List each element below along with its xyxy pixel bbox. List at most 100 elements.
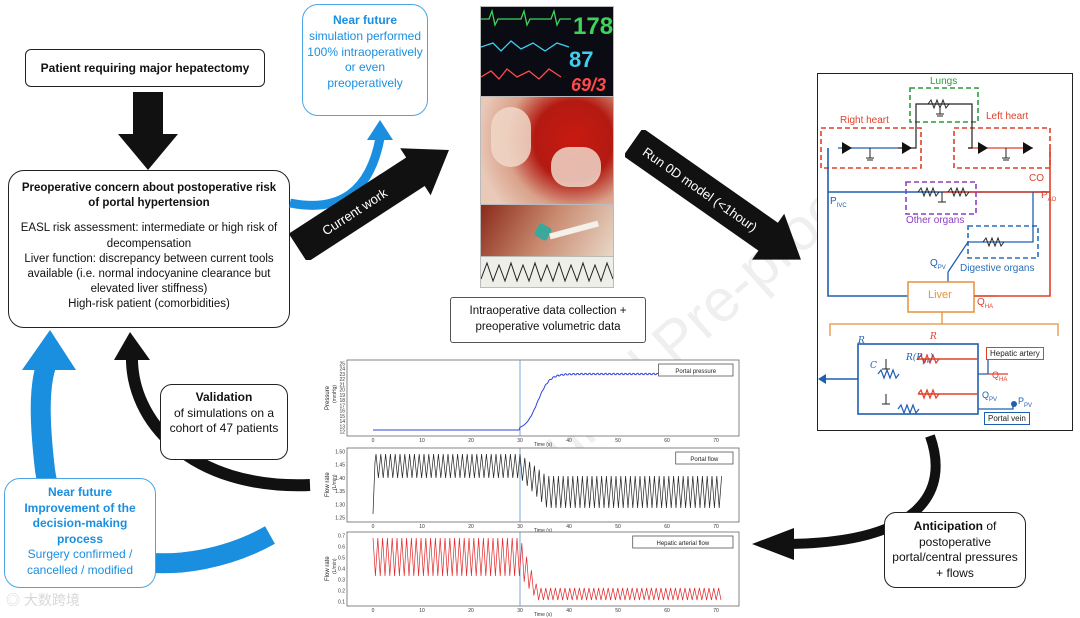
monitor-value-3: 69/3 <box>571 75 607 95</box>
y-tick-label: 15 <box>339 414 345 420</box>
concern-line-2: Liver function: discrepancy between curr… <box>24 252 274 296</box>
plot-label: Portal pressure <box>675 369 716 375</box>
validation-text: of simulations on a cohort of 47 patient… <box>169 405 279 436</box>
concern-title: Preoperative concern about postoperative… <box>21 182 277 210</box>
x-tick-label: 10 <box>419 438 425 444</box>
y-tick-label: 0.4 <box>338 567 345 573</box>
x-tick-label: 60 <box>664 438 670 444</box>
right-heart-label: Right heart <box>840 115 889 126</box>
x-tick-label: 40 <box>566 608 572 614</box>
y-tick-label: 19 <box>339 393 345 399</box>
hepatic-arterial-flow-line <box>372 537 722 601</box>
y-axis-unit: (L/min) <box>332 558 338 574</box>
concern-line-1: EASL risk assessment: intermediate or hi… <box>20 222 278 250</box>
waveform-photo <box>480 256 614 288</box>
logo: ◎ 大数跨境 <box>6 592 80 608</box>
near-future-top-text: simulation performed 100% intraoperative… <box>307 28 423 91</box>
y-axis-label: Flow rate <box>325 556 331 581</box>
y-tick-label: 1.30 <box>335 502 345 508</box>
probe-photo <box>480 204 614 258</box>
x-tick-label: 70 <box>713 438 719 444</box>
cl-label: C <box>870 361 877 371</box>
x-tick-label: 60 <box>664 608 670 614</box>
monitor-value-2: 87 <box>569 47 594 72</box>
y-tick-label: 13 <box>339 424 345 430</box>
y-tick-label: 18 <box>339 398 345 404</box>
rpv-label: R(Ppv) <box>906 353 934 365</box>
y-tick-label: 14 <box>339 419 345 425</box>
ppv-label: PPV <box>1018 396 1033 409</box>
intraop-box: Intraoperative data collection + preoper… <box>450 297 646 343</box>
x-tick-label: 10 <box>419 524 425 530</box>
model-panel: Lungs Right heart Left heart CO PIVC PAO… <box>817 73 1073 431</box>
plot-label: Portal flow <box>690 457 719 463</box>
y-axis-label: Pressure <box>325 385 331 410</box>
x-tick-label: 20 <box>468 524 474 530</box>
plot-label-box <box>675 451 734 465</box>
left-heart-label: Left heart <box>986 111 1029 122</box>
x-tick-label: 70 <box>713 524 719 530</box>
y-tick-label: 0.6 <box>338 545 345 551</box>
other-organs-label: Other organs <box>906 215 965 226</box>
liver-label: Liver <box>928 289 952 301</box>
y-tick-label: 0.3 <box>338 578 345 584</box>
concern-line-3: High-risk patient (comorbidities) <box>68 298 230 311</box>
qpv2-label: QPV <box>982 390 998 403</box>
near-future-bottom-box: Near future Improvement of the decision-… <box>4 478 156 588</box>
x-tick-label: 50 <box>615 524 621 530</box>
y-tick-label: 0.2 <box>338 589 345 595</box>
lungs-label: Lungs <box>930 76 958 87</box>
anticipation-text: of postoperative portal/central pressure… <box>892 519 1018 580</box>
validation-title: Validation <box>195 390 253 404</box>
y-tick-label: 16 <box>339 409 345 415</box>
y-tick-label: 24 <box>339 367 345 373</box>
surgery-photo <box>480 96 614 206</box>
current-work-arrow: Current work <box>290 148 449 260</box>
y-tick-label: 1.40 <box>335 476 345 482</box>
pivc-label: PIVC <box>830 196 847 209</box>
anticipation-box: Anticipation of postoperative portal/cen… <box>884 512 1026 588</box>
y-tick-label: 0.1 <box>338 600 345 606</box>
y-tick-label: 22 <box>339 377 345 383</box>
y-tick-label: 17 <box>339 403 345 409</box>
x-tick-label: 30 <box>517 608 523 614</box>
x-tick-label: 0 <box>372 438 375 444</box>
y-tick-label: 12 <box>339 430 345 436</box>
rl-label: R <box>858 336 865 346</box>
hepatic-artery-label: Hepatic artery <box>986 347 1044 360</box>
y-tick-label: 23 <box>339 372 345 378</box>
qha2-label: QHA <box>992 370 1008 383</box>
y-tick-label: 20 <box>339 388 345 394</box>
run-model-label: Run 0D model (<1hour) <box>640 144 760 234</box>
x-axis-label: Time (s) <box>534 528 552 534</box>
near-future-top-box: Near future simulation performed 100% in… <box>302 4 428 116</box>
x-tick-label: 30 <box>517 438 523 444</box>
y-tick-label: 1.50 <box>335 450 345 456</box>
concern-box: Preoperative concern about postoperative… <box>8 170 290 328</box>
x-tick-label: 20 <box>468 608 474 614</box>
near-future-bottom-title: Near future <box>47 485 112 499</box>
logo-icon: ◎ <box>6 592 20 608</box>
qha-label: QHA <box>977 297 994 310</box>
anticipation-title: Anticipation <box>913 519 983 533</box>
rha-label: R <box>930 332 937 342</box>
plot-label-box <box>632 535 734 549</box>
x-tick-label: 50 <box>615 608 621 614</box>
run-model-arrow: Run 0D model (<1hour) <box>625 130 801 260</box>
portal-flow-line <box>372 453 722 515</box>
x-tick-label: 0 <box>372 524 375 530</box>
y-axis-label: Flow rate <box>325 472 331 497</box>
y-tick-label: 0.7 <box>338 534 345 540</box>
y-tick-label: 21 <box>339 382 345 388</box>
y-tick-label: 0.5 <box>338 556 345 562</box>
y-tick-label: 25 <box>339 362 345 368</box>
validation-box: Validation of simulations on a cohort of… <box>160 384 288 460</box>
x-tick-label: 60 <box>664 524 670 530</box>
x-tick-label: 40 <box>566 438 572 444</box>
qpv-label: QPV <box>930 258 946 271</box>
near-future-top-title: Near future <box>332 13 397 27</box>
x-axis-label: Time (s) <box>534 442 552 448</box>
x-axis-label: Time (s) <box>534 612 552 618</box>
x-tick-label: 30 <box>517 524 523 530</box>
